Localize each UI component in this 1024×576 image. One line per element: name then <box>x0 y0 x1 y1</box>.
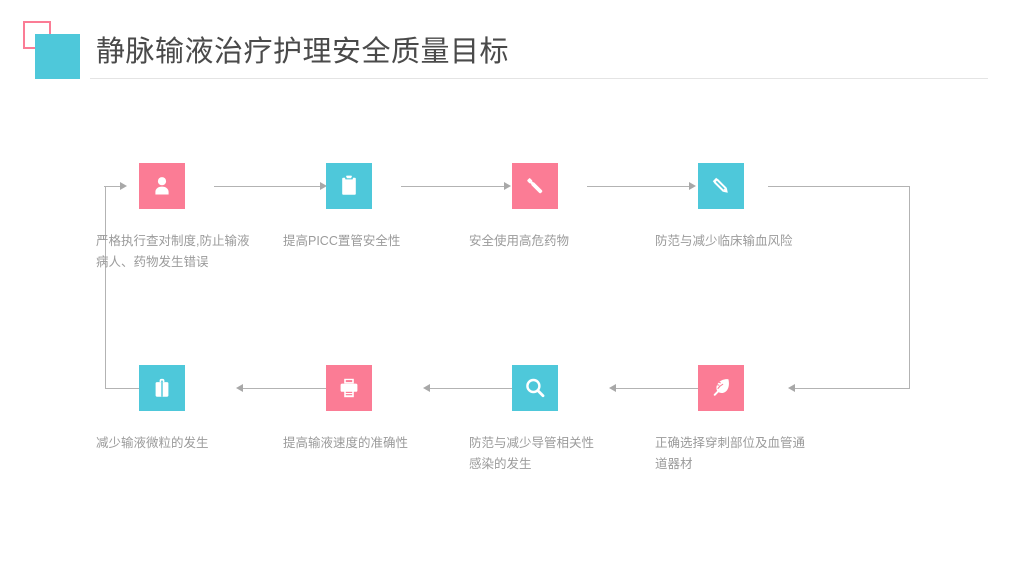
connector-entry-to-node-1 <box>104 186 124 187</box>
person-icon <box>139 163 185 209</box>
connector-right-wrap-bottom <box>795 388 910 389</box>
connector-node-8-to-node-7 <box>616 388 722 389</box>
header-divider <box>90 78 988 79</box>
connector-left-wrap-vertical <box>105 186 106 389</box>
flow-node-1[interactable]: 严格执行查对制度,防止输液 病人、药物发生错误 <box>96 163 276 273</box>
connector-node-6-to-node-5 <box>243 388 349 389</box>
flashlight-icon <box>512 163 558 209</box>
connector-node-3-to-node-4 <box>587 186 693 187</box>
connector-node-1-to-node-2 <box>214 186 324 187</box>
arrow-node-1-to-node-2 <box>320 182 327 190</box>
connector-right-wrap-vertical <box>909 186 910 389</box>
arrow-node-6-to-node-5 <box>236 384 243 392</box>
arrow-node-8-to-node-7 <box>609 384 616 392</box>
flow-node-4-label: 防范与减少临床输血风险 <box>655 234 793 248</box>
arrow-node-3-to-node-4 <box>689 182 696 190</box>
arrow-right-wrap-to-node-8 <box>788 384 795 392</box>
flow-node-7[interactable]: 防范与减少导管相关性 感染的发生 <box>469 365 649 475</box>
flow-node-8[interactable]: 正确选择穿刺部位及血管通 道器材 <box>655 365 835 475</box>
arrow-node-7-to-node-6 <box>423 384 430 392</box>
connector-node-2-to-node-3 <box>401 186 508 187</box>
connector-left-wrap-bottom <box>105 388 165 389</box>
decorative-solid-square <box>35 34 80 79</box>
process-flow-diagram: 严格执行查对制度,防止输液 病人、药物发生错误 提高PICC置管安全性 安 <box>0 90 1024 576</box>
arrow-entry-to-node-1 <box>120 182 127 190</box>
flow-node-6-label: 提高输液速度的准确性 <box>283 436 409 450</box>
flow-node-5-label: 减少输液微粒的发生 <box>96 436 209 450</box>
page-header: 静脉输液治疗护理安全质量目标 <box>0 0 1024 90</box>
connector-node-7-to-node-6 <box>430 388 536 389</box>
flow-node-6[interactable]: 提高输液速度的准确性 <box>283 365 463 454</box>
printer-icon <box>326 365 372 411</box>
briefcase-icon <box>139 365 185 411</box>
connector-right-wrap-top <box>768 186 910 187</box>
flow-node-3-label: 安全使用高危药物 <box>469 234 570 248</box>
flow-node-7-label: 防范与减少导管相关性 感染的发生 <box>469 436 595 471</box>
page-title: 静脉输液治疗护理安全质量目标 <box>96 36 510 68</box>
flow-node-3[interactable]: 安全使用高危药物 <box>469 163 649 252</box>
flow-node-1-label: 严格执行查对制度,防止输液 病人、药物发生错误 <box>96 234 250 269</box>
clipboard-icon <box>326 163 372 209</box>
flow-node-2-label: 提高PICC置管安全性 <box>283 234 401 248</box>
search-icon <box>512 365 558 411</box>
flow-node-8-label: 正确选择穿刺部位及血管通 道器材 <box>655 436 806 471</box>
flow-node-4[interactable]: 防范与减少临床输血风险 <box>655 163 835 252</box>
pencil-icon <box>698 163 744 209</box>
feather-icon <box>698 365 744 411</box>
flow-node-5[interactable]: 减少输液微粒的发生 <box>96 365 276 454</box>
arrow-node-2-to-node-3 <box>504 182 511 190</box>
flow-node-2[interactable]: 提高PICC置管安全性 <box>283 163 463 252</box>
